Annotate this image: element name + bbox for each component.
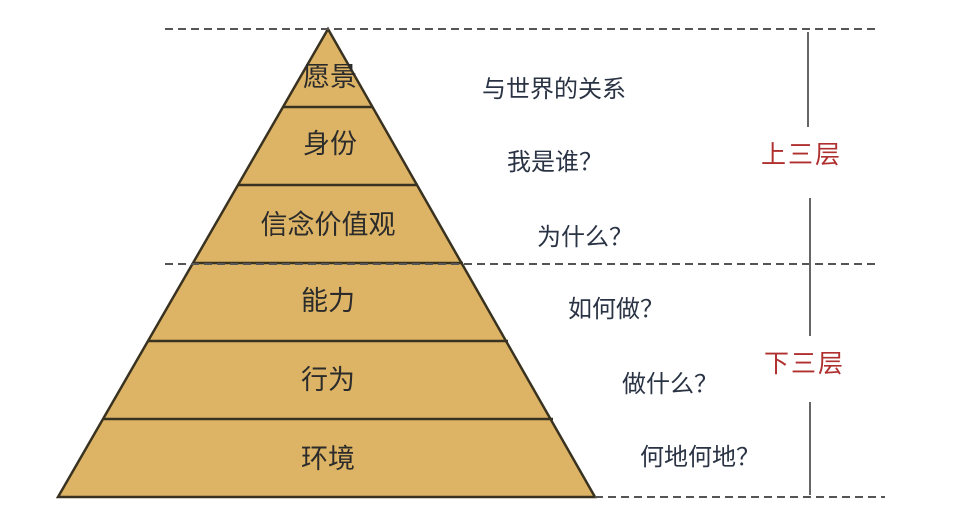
question-identity: 我是谁？ bbox=[507, 148, 603, 176]
question-capability: 如何做？ bbox=[568, 295, 664, 323]
question-beliefs-values: 为什么？ bbox=[537, 223, 633, 251]
layer-label-behavior: 行为 bbox=[301, 365, 355, 396]
layer-label-beliefs-values: 信念价值观 bbox=[260, 210, 396, 241]
question-behavior: 做什么？ bbox=[622, 370, 718, 398]
group-label-lower-three: 下三层 bbox=[764, 349, 846, 378]
layer-label-vision: 愿景 bbox=[303, 62, 357, 93]
layer-label-capability: 能力 bbox=[301, 286, 355, 317]
group-label-upper-three: 上三层 bbox=[761, 140, 843, 169]
question-vision: 与世界的关系 bbox=[482, 75, 626, 103]
question-environment: 何地何地？ bbox=[640, 443, 760, 471]
layer-label-identity: 身份 bbox=[303, 129, 357, 160]
layer-label-environment: 环境 bbox=[301, 444, 355, 475]
